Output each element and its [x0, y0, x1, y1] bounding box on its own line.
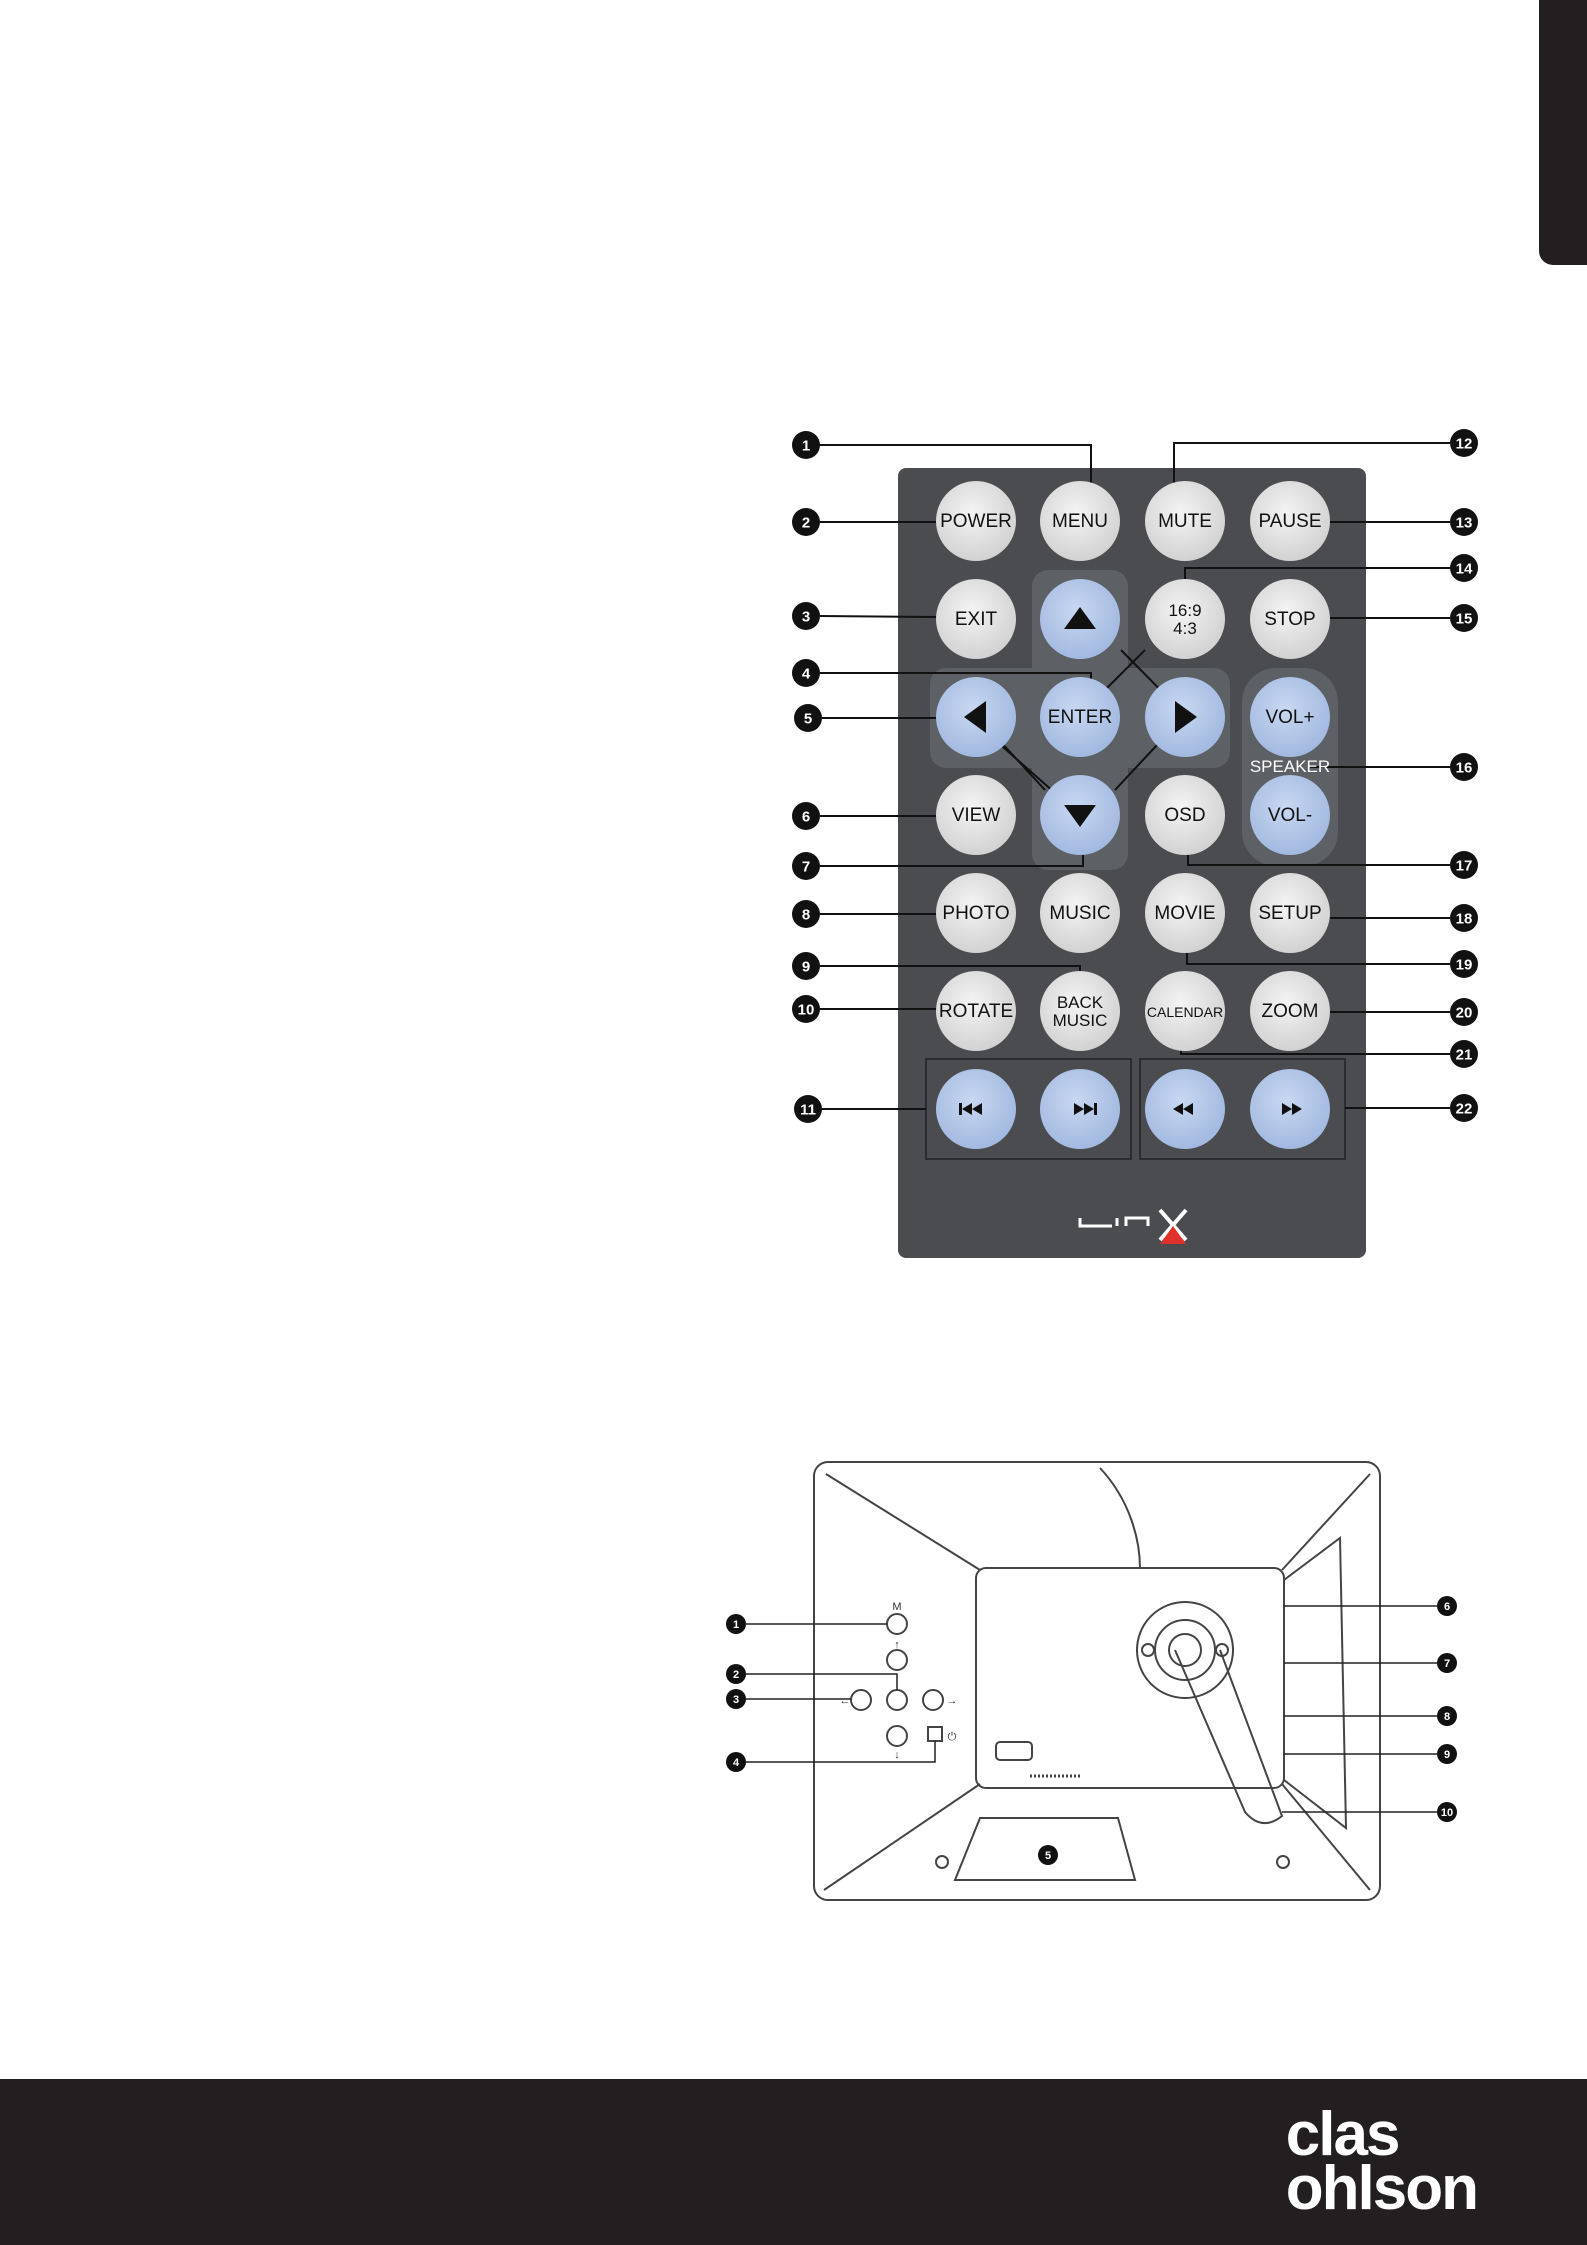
frame-key-label-power: ⏻	[948, 1731, 957, 1743]
svg-text:5: 5	[1045, 1850, 1051, 1862]
frame-callout-8: 8	[1437, 1706, 1457, 1726]
frame-callout-4: 4	[726, 1752, 746, 1772]
svg-text:4: 4	[733, 1757, 740, 1769]
frame-callout-1: 1	[726, 1614, 746, 1634]
frame-leader-line	[746, 1674, 897, 1690]
svg-text:3: 3	[733, 1694, 739, 1706]
svg-text:6: 6	[1444, 1601, 1450, 1613]
frame-callout-2: 2	[726, 1664, 746, 1684]
frame-callout-5: 5	[1038, 1845, 1058, 1865]
clas-ohlson-logo: clas ohlson	[1286, 2108, 1477, 2216]
stand-hinge	[1137, 1602, 1233, 1698]
svg-text:2: 2	[733, 1669, 739, 1681]
svg-text:10: 10	[1441, 1807, 1453, 1819]
svg-text:7: 7	[1444, 1658, 1450, 1670]
frame-key-label-down: ↓	[894, 1749, 900, 1761]
frame-outer	[814, 1462, 1380, 1900]
frame-callout-9: 9	[1437, 1744, 1457, 1764]
frame-key-label-left: ←	[840, 1695, 851, 1707]
frame-key-label-up: ↑	[894, 1639, 900, 1651]
svg-text:8: 8	[1444, 1711, 1450, 1723]
svg-text:9: 9	[1444, 1749, 1450, 1761]
speaker-grille	[996, 1742, 1032, 1760]
frame-key-label-right: →	[947, 1695, 958, 1707]
frame-callout-10: 10	[1437, 1802, 1457, 1822]
brand-line-2: ohlson	[1286, 2162, 1477, 2216]
frame-leader-line	[746, 1741, 935, 1762]
svg-text:1: 1	[733, 1619, 739, 1631]
frame-inner-back	[976, 1568, 1284, 1788]
frame-callout-7: 7	[1437, 1653, 1457, 1673]
photo-frame-rear-illustration: M ↑ ← → ↓ ⏻ 1 2 3 4 5 6 7 8 9 10	[0, 0, 1587, 2000]
frame-callout-3: 3	[726, 1689, 746, 1709]
frame-callout-6: 6	[1437, 1596, 1457, 1616]
frame-key-label-m: M	[892, 1601, 901, 1613]
stand-leg	[1175, 1650, 1282, 1823]
